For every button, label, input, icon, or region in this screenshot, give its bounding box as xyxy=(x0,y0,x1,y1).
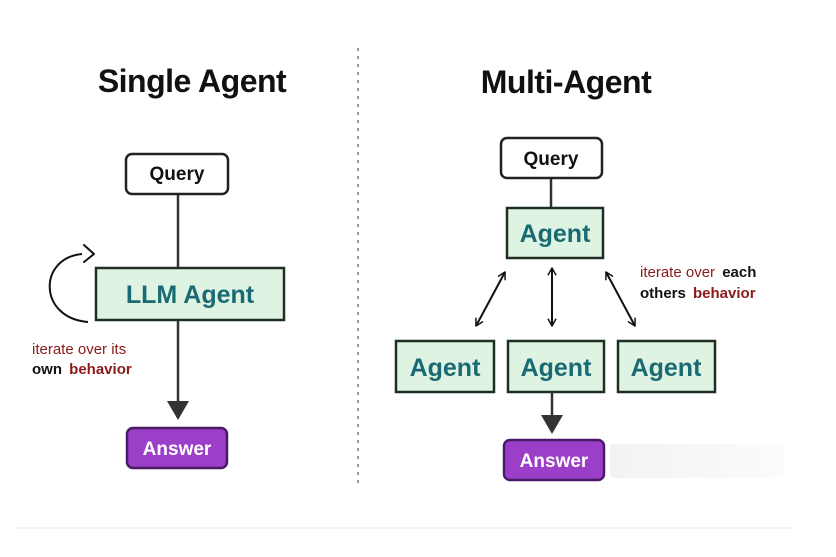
bottom-agent-center-box: Agent xyxy=(506,339,606,394)
right-double-arrow xyxy=(605,271,636,327)
multi-answer-box: Answer xyxy=(502,438,606,482)
multi-agent-title: Multi-Agent xyxy=(481,64,652,100)
self-loop-arrowhead xyxy=(83,244,95,263)
single-query-box: Query xyxy=(124,152,230,196)
left-double-arrow xyxy=(475,271,506,327)
top-agent-box: Agent xyxy=(505,206,605,260)
bottom-agent-left-box: Agent xyxy=(394,339,496,394)
multi-query-box: Query xyxy=(499,136,604,180)
self-loop-arrow xyxy=(48,253,89,323)
bottom-agent-center-label: Agent xyxy=(521,354,593,382)
bottom-agent-right-label: Agent xyxy=(631,354,703,382)
single-note-line2: own behavior xyxy=(32,361,132,378)
multi-note-line2: others behavior xyxy=(640,285,756,302)
llm-to-answer-arrowhead xyxy=(167,401,189,420)
llm-agent-box: LLM Agent xyxy=(94,266,286,322)
watermark-overlay xyxy=(610,444,785,478)
center-agent-to-answer-arrowhead xyxy=(541,415,563,434)
bottom-agent-right-box: Agent xyxy=(616,339,717,394)
bottom-agent-left-label: Agent xyxy=(410,354,482,382)
single-agent-title: Single Agent xyxy=(98,63,287,99)
single-answer-box: Answer xyxy=(125,426,229,470)
top-agent-label: Agent xyxy=(520,220,592,248)
single-query-label: Query xyxy=(150,164,205,185)
single-answer-label: Answer xyxy=(143,439,212,460)
multi-query-label: Query xyxy=(524,149,579,170)
multi-note-line1: iterate over each xyxy=(640,264,756,281)
llm-agent-label: LLM Agent xyxy=(126,281,255,309)
single-note-line1: iterate over its xyxy=(32,341,126,358)
multi-answer-label: Answer xyxy=(520,451,589,472)
